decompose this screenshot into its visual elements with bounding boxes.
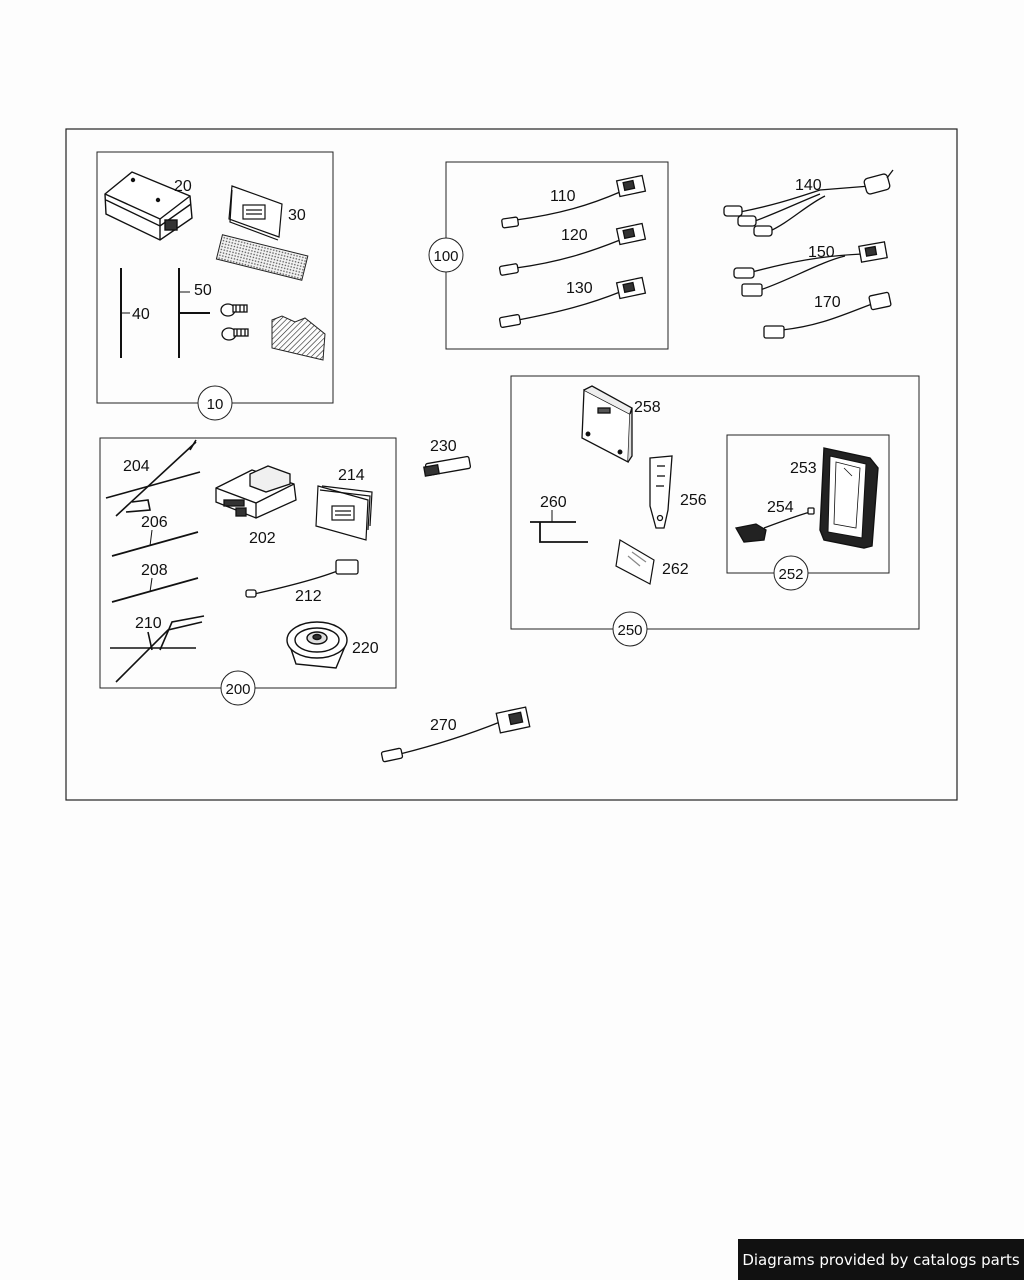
cable-254-drawing bbox=[734, 507, 815, 543]
label-202[interactable]: 202 bbox=[249, 530, 276, 547]
control-unit-20-drawing bbox=[104, 171, 193, 241]
label-270[interactable]: 270 bbox=[430, 717, 457, 734]
label-210[interactable]: 210 bbox=[135, 615, 162, 632]
adhesive-pad-drawing bbox=[215, 234, 309, 281]
diagram-frame bbox=[65, 128, 958, 801]
label-50[interactable]: 50 bbox=[194, 282, 212, 299]
glass-262-drawing bbox=[615, 539, 655, 585]
usb-stick-230-drawing bbox=[423, 455, 472, 477]
label-253[interactable]: 253 bbox=[790, 460, 817, 477]
manual-214-drawing bbox=[315, 485, 373, 541]
callout-10[interactable]: 10 bbox=[207, 396, 224, 413]
label-120[interactable]: 120 bbox=[561, 227, 588, 244]
control-unit-202-drawing bbox=[215, 465, 297, 519]
cable-212-drawing bbox=[245, 559, 359, 598]
label-170[interactable]: 170 bbox=[814, 294, 841, 311]
cable-204-drawing bbox=[105, 439, 201, 517]
screw-drawing-upper bbox=[220, 303, 248, 317]
cable-130-drawing bbox=[498, 276, 647, 328]
hatched-foil-drawing bbox=[271, 315, 326, 361]
label-214[interactable]: 214 bbox=[338, 467, 365, 484]
callout-circle-252 bbox=[773, 555, 809, 591]
cable-120-drawing bbox=[498, 222, 647, 276]
label-140[interactable]: 140 bbox=[795, 177, 822, 194]
label-212[interactable]: 212 bbox=[295, 588, 322, 605]
label-208[interactable]: 208 bbox=[141, 562, 168, 579]
label-262[interactable]: 262 bbox=[662, 561, 689, 578]
leader-206 bbox=[149, 529, 153, 547]
label-30[interactable]: 30 bbox=[288, 207, 306, 224]
cable-110-drawing bbox=[501, 174, 647, 229]
label-150[interactable]: 150 bbox=[808, 244, 835, 261]
module-258-drawing bbox=[581, 385, 633, 464]
credit-banner: Diagrams provided by catalogs parts bbox=[738, 1239, 1024, 1280]
label-110[interactable]: 110 bbox=[550, 188, 576, 205]
speaker-220-drawing bbox=[286, 621, 348, 669]
cable-170-drawing bbox=[763, 291, 892, 339]
cable-140-drawing bbox=[723, 169, 894, 237]
manual-30-drawing bbox=[228, 185, 283, 241]
label-40[interactable]: 40 bbox=[132, 306, 150, 323]
callout-circle-10 bbox=[197, 385, 233, 421]
cable-210-drawing bbox=[110, 615, 205, 683]
callout-252[interactable]: 252 bbox=[778, 566, 803, 583]
display-frame-253-drawing bbox=[819, 447, 879, 549]
label-260[interactable]: 260 bbox=[540, 494, 567, 511]
label-256[interactable]: 256 bbox=[680, 492, 707, 509]
callout-circle-100 bbox=[428, 237, 464, 273]
label-204[interactable]: 204 bbox=[123, 458, 150, 475]
cable-260-drawing bbox=[530, 521, 588, 543]
bracket-256-drawing bbox=[649, 455, 673, 529]
label-230[interactable]: 230 bbox=[430, 438, 457, 455]
label-206[interactable]: 206 bbox=[141, 514, 168, 531]
callout-circle-200 bbox=[220, 670, 256, 706]
cable-208-drawing bbox=[111, 577, 199, 603]
credit-text: Diagrams provided by catalogs parts bbox=[742, 1250, 1020, 1269]
screw-drawing-lower bbox=[221, 327, 249, 341]
callout-200[interactable]: 200 bbox=[225, 681, 250, 698]
label-220[interactable]: 220 bbox=[352, 640, 379, 657]
group-box-250 bbox=[510, 375, 920, 630]
label-254[interactable]: 254 bbox=[767, 499, 794, 516]
callout-100[interactable]: 100 bbox=[433, 248, 458, 265]
cable-150-drawing bbox=[733, 241, 888, 297]
cable-270-drawing bbox=[380, 706, 531, 763]
leader-208 bbox=[149, 577, 153, 593]
callout-250[interactable]: 250 bbox=[617, 622, 642, 639]
cable-206-drawing bbox=[111, 531, 199, 557]
cable-50-drawing bbox=[178, 268, 210, 358]
callout-circle-250 bbox=[612, 611, 648, 647]
label-20[interactable]: 20 bbox=[174, 178, 192, 195]
label-258[interactable]: 258 bbox=[634, 399, 661, 416]
label-130[interactable]: 130 bbox=[566, 280, 593, 297]
